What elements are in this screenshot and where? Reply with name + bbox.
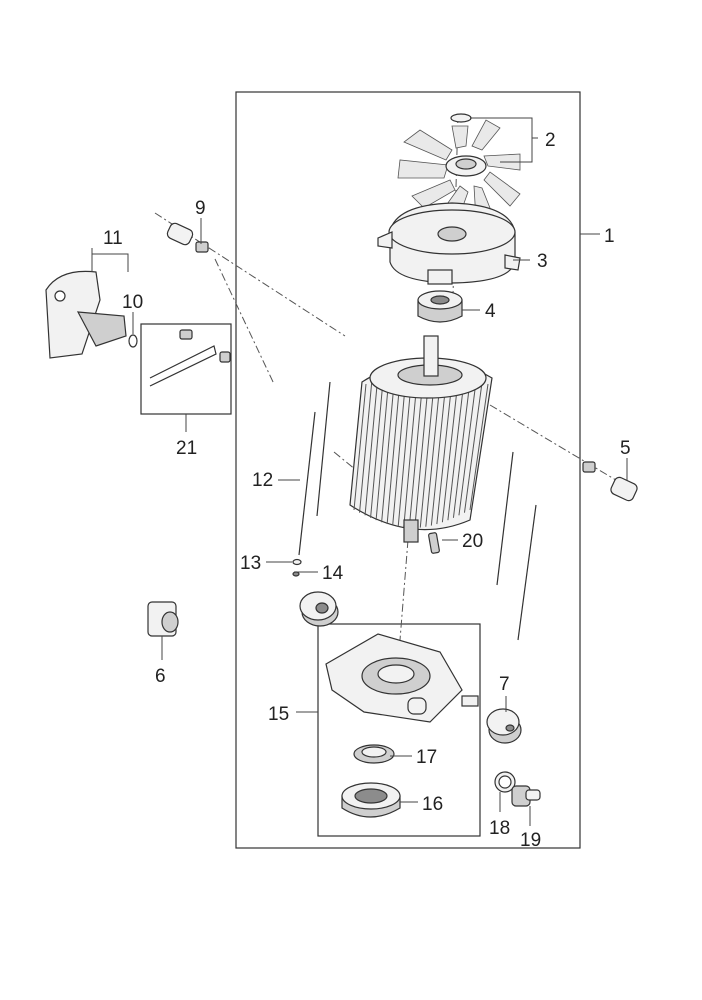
stator-fin xyxy=(353,383,367,511)
callout-1: 1 xyxy=(604,226,615,247)
callout-11: 11 xyxy=(103,228,123,249)
callout-16: 16 xyxy=(422,794,443,815)
stator-fin xyxy=(458,378,477,516)
part-switch-11 xyxy=(45,270,127,359)
assembly-frame-main xyxy=(235,91,581,849)
callout-12: 12 xyxy=(252,470,273,491)
stator-fin xyxy=(441,371,460,523)
part-bearing-sleeve xyxy=(417,290,463,323)
part-bracket-21 xyxy=(149,329,231,387)
callout-21: 21 xyxy=(176,438,197,459)
callout-20: 20 xyxy=(462,531,483,552)
stator-fin xyxy=(364,378,379,516)
stator-fin xyxy=(463,381,483,513)
callout-18: 18 xyxy=(489,818,510,839)
callout-14: 14 xyxy=(322,563,344,584)
part-spacer-left xyxy=(299,591,339,627)
part-tie-rods xyxy=(298,381,537,641)
part-motor-stator xyxy=(349,335,493,543)
callout-3: 3 xyxy=(537,251,548,272)
callout-10: 10 xyxy=(122,292,143,313)
callout-6: 6 xyxy=(155,666,166,687)
stator-fin xyxy=(375,373,390,521)
part-end-shield xyxy=(325,633,479,723)
callout-5: 5 xyxy=(620,438,631,459)
callout-17: 17 xyxy=(416,747,437,768)
callout-7: 7 xyxy=(499,674,510,695)
part-connector-6 xyxy=(147,601,179,637)
stator-fin xyxy=(452,376,472,518)
part-bolt-5 xyxy=(582,461,638,502)
part-ring-18-inner xyxy=(498,775,512,789)
leader-lines xyxy=(91,117,628,826)
part-seal xyxy=(353,744,395,764)
part-bolt-9 xyxy=(166,222,209,253)
callout-19: 19 xyxy=(520,830,541,851)
part-cap-7 xyxy=(486,708,522,744)
stator-fin xyxy=(359,381,373,513)
stator-fin xyxy=(381,371,396,523)
part-fan-cover xyxy=(377,202,521,285)
stator-fin xyxy=(370,376,384,518)
stator-fin xyxy=(469,383,489,511)
callout-13: 13 xyxy=(240,553,261,574)
callout-9: 9 xyxy=(195,198,206,219)
callout-labels: 1 2 3 4 5 6 7 9 10 11 12 13 14 15 16 17 … xyxy=(103,130,631,851)
callout-4: 4 xyxy=(485,301,496,322)
callout-2: 2 xyxy=(545,130,556,151)
part-fitting-19 xyxy=(511,785,541,807)
part-bearing xyxy=(341,782,401,818)
part-washer-14 xyxy=(292,571,300,577)
stator-fin xyxy=(447,373,466,521)
part-washer-13 xyxy=(292,558,302,566)
assembly-frame-15 xyxy=(317,623,481,837)
callout-15: 15 xyxy=(268,704,289,725)
part-oring-10 xyxy=(128,334,138,348)
part-pin xyxy=(428,532,440,554)
